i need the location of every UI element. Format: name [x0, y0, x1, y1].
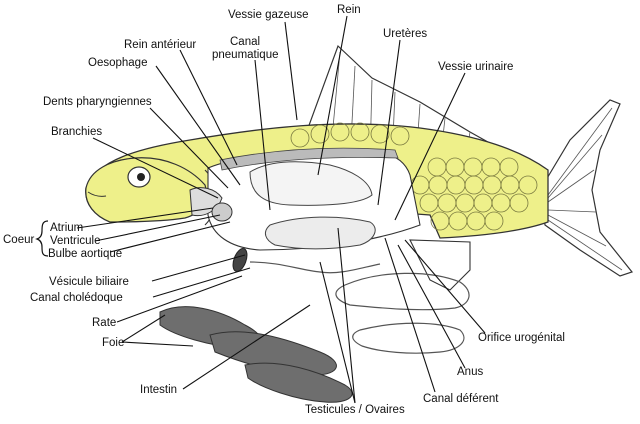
label-rein: Rein	[337, 4, 361, 16]
label-ventricule: Ventricule	[50, 235, 101, 247]
anal-fin	[409, 239, 471, 291]
caudal-fin-rays	[547, 107, 623, 271]
label-atrium: Atrium	[50, 222, 83, 234]
leader-lines	[76, 15, 486, 404]
label-vessie-urinaire: Vessie urinaire	[438, 61, 513, 73]
label-oesophage: Oesophage	[88, 57, 147, 69]
intestine-coils	[335, 272, 470, 354]
label-rate: Rate	[92, 317, 116, 329]
gonads	[264, 216, 376, 250]
label-dents-pharyngiennes: Dents pharyngiennes	[43, 96, 152, 108]
label-foie: Foie	[102, 337, 124, 349]
label-canal-pneumatique-2: pneumatique	[212, 49, 279, 61]
liver	[159, 306, 353, 403]
label-coeur: Coeur	[3, 234, 34, 246]
label-orifice-urogenital: Orifice urogénital	[478, 332, 565, 344]
label-bulbe-aortique: Bulbe aortique	[48, 248, 122, 260]
label-branchies: Branchies	[51, 126, 102, 138]
label-ureteres: Uretères	[383, 28, 427, 40]
label-canal-choledoque: Canal cholédoque	[30, 292, 123, 304]
swim-bladder	[249, 161, 373, 206]
caudal-fin	[539, 99, 634, 277]
label-anus: Anus	[457, 366, 483, 378]
label-vesicule-biliaire: Vésicule biliaire	[49, 276, 129, 288]
label-testicules-ovaires: Testicules / Ovaires	[305, 404, 405, 416]
label-rein-anterieur: Rein antérieur	[124, 39, 196, 51]
label-canal-deferent: Canal déférent	[423, 393, 499, 405]
heart	[211, 202, 233, 222]
label-canal-pneumatique-1: Canal	[230, 36, 260, 48]
label-intestin: Intestin	[140, 384, 177, 396]
pupil	[137, 173, 145, 181]
label-vessie-gazeuse: Vessie gazeuse	[228, 9, 309, 21]
scales	[290, 122, 538, 231]
intestine-loop	[249, 261, 381, 274]
mouth	[87, 191, 107, 197]
coeur-brace	[35, 220, 49, 257]
